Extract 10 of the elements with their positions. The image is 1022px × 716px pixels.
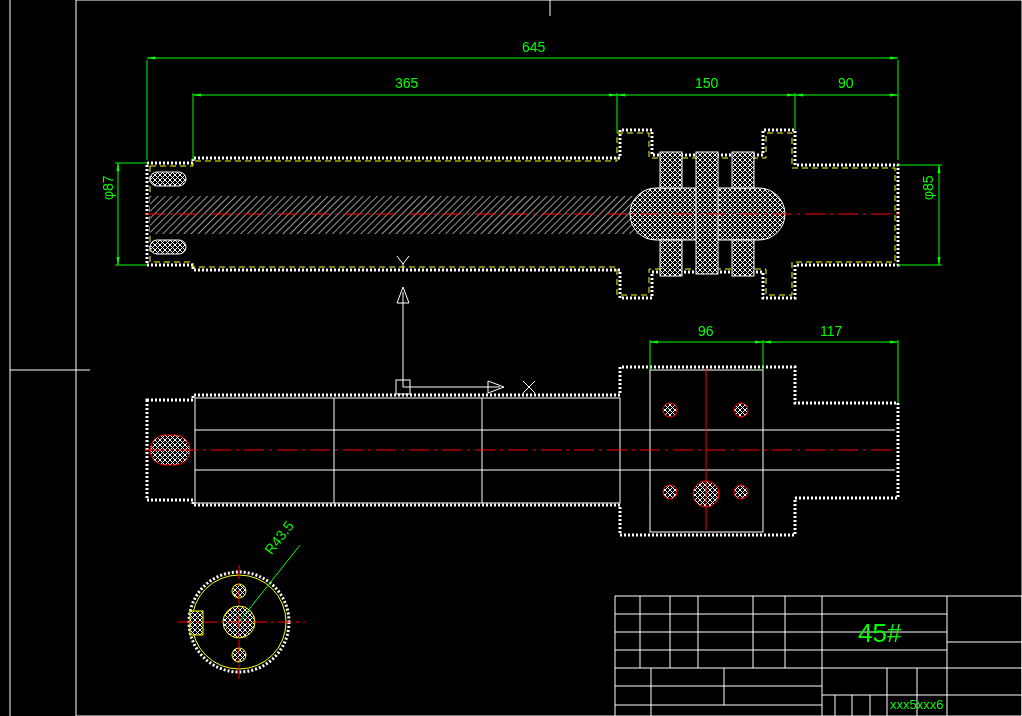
- dimension-label: 150: [695, 76, 719, 90]
- dimension-label: 96: [698, 324, 714, 338]
- dimension-label: 117: [820, 324, 843, 338]
- dimension-label: 365: [395, 76, 419, 90]
- drawing-number-label: xxx5xxx6: [890, 698, 944, 711]
- dimension-label: 90: [838, 76, 854, 90]
- dimension-label: φ87: [101, 175, 115, 200]
- dimension-label: φ85: [921, 175, 935, 200]
- dimension-label: 645: [522, 40, 546, 54]
- material-label: 45#: [858, 620, 902, 646]
